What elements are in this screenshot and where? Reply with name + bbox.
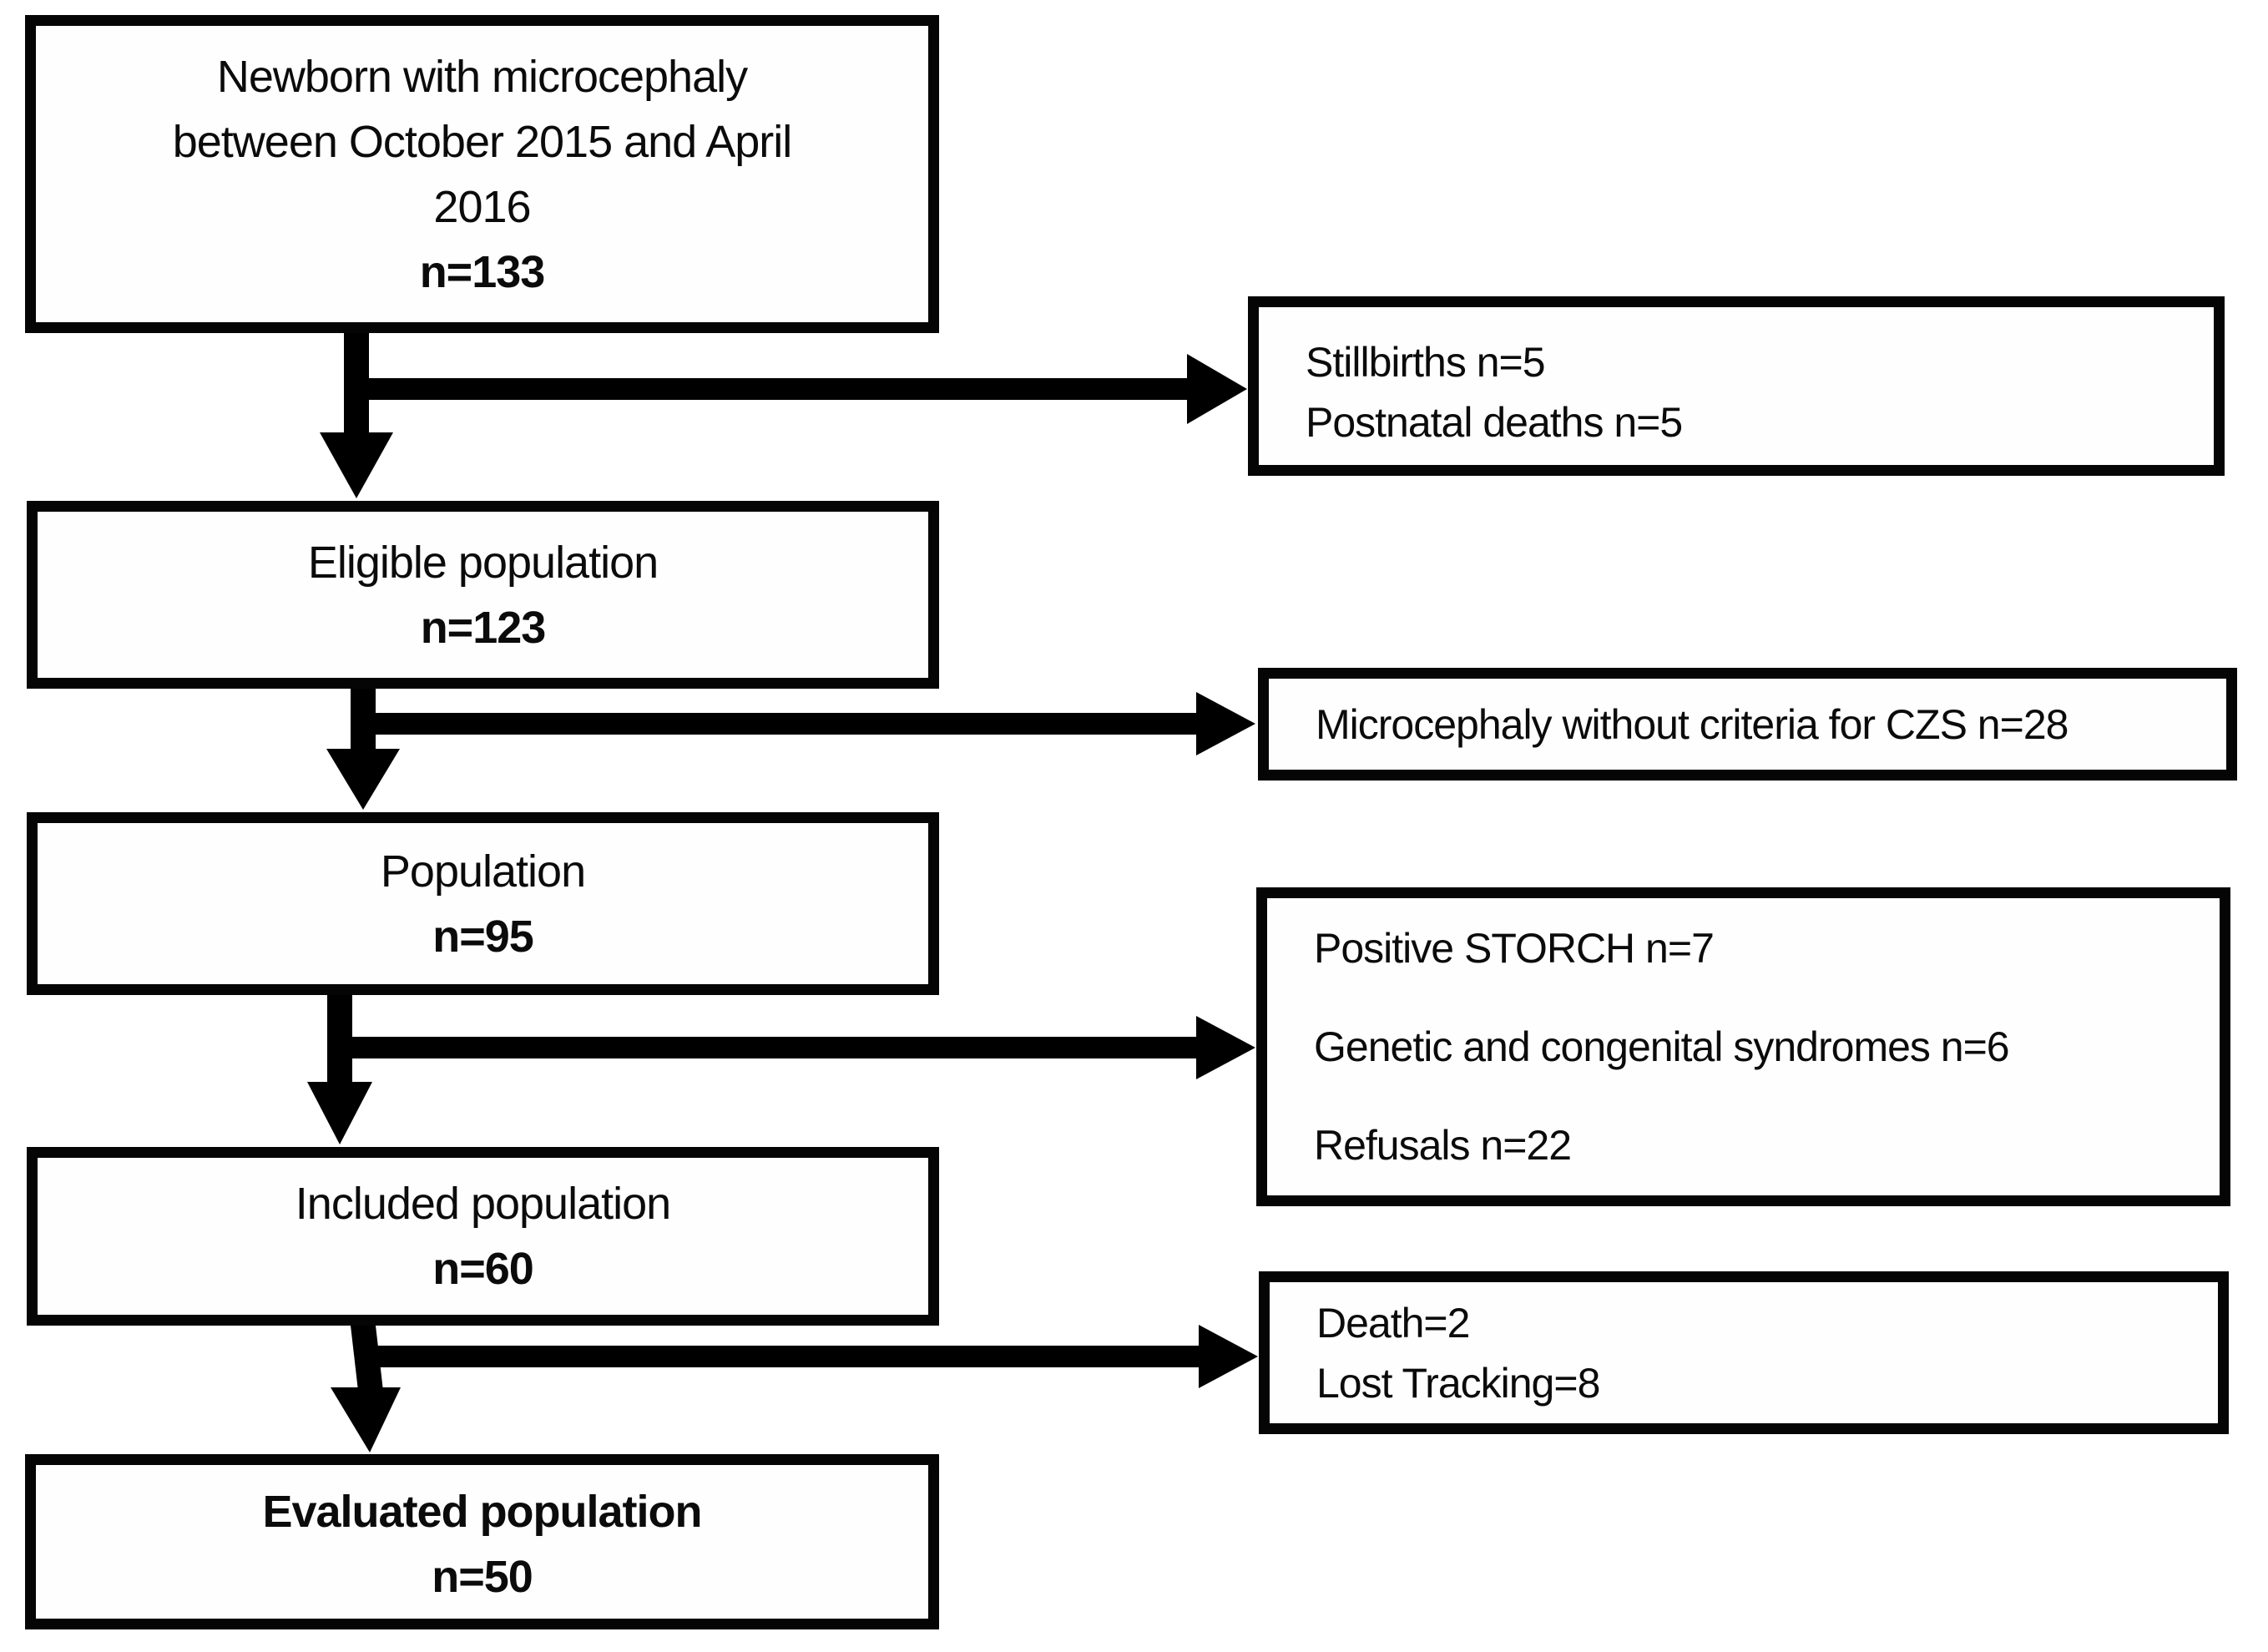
box-no-criteria-line1: Microcephaly without criteria for CZS n=… — [1316, 700, 2068, 748]
box-newborn-line3: 2016 — [433, 181, 531, 232]
box-exclusions-line1: Positive STORCH n=7 — [1314, 925, 1715, 972]
box-stillbirths-line1: Stillbirths n=5 — [1306, 338, 1546, 386]
arrow-included-to-losses — [377, 1325, 1258, 1388]
box-population-count: n=95 — [432, 911, 534, 962]
arrow-population-to-exclusions — [352, 1016, 1255, 1079]
box-eligible-line1: Eligible population — [307, 537, 659, 588]
box-losses-line2: Lost Tracking=8 — [1316, 1359, 1600, 1407]
box-evaluated: Evaluated population n=50 — [25, 1454, 939, 1629]
box-evaluated-line1: Evaluated population — [262, 1487, 702, 1537]
arrow-newborn-to-eligible — [320, 326, 393, 498]
box-stillbirths: Stillbirths n=5 Postnatal deaths n=5 — [1248, 296, 2225, 476]
box-stillbirths-line2: Postnatal deaths n=5 — [1306, 398, 1683, 446]
box-population: Population n=95 — [27, 812, 939, 995]
box-evaluated-count: n=50 — [432, 1552, 533, 1602]
box-included-line1: Included population — [295, 1179, 671, 1229]
box-included-count: n=60 — [432, 1244, 534, 1294]
arrow-eligible-to-population — [326, 678, 400, 810]
box-newborn-line2: between October 2015 and April — [172, 116, 793, 167]
box-no-criteria: Microcephaly without criteria for CZS n=… — [1258, 668, 2237, 781]
arrow-population-to-included — [307, 995, 372, 1144]
box-losses-line1: Death=2 — [1316, 1299, 1470, 1346]
box-eligible-count: n=123 — [420, 602, 547, 653]
box-exclusions-line2: Genetic and congenital syndromes n=6 — [1314, 1023, 2010, 1070]
box-newborn-line1: Newborn with microcephaly — [216, 51, 748, 102]
box-newborn-count: n=133 — [419, 246, 546, 297]
box-population-line1: Population — [380, 846, 586, 897]
box-newborn: Newborn with microcephaly between Octobe… — [25, 15, 939, 333]
box-included: Included population n=60 — [27, 1147, 939, 1326]
arrow-newborn-to-stillbirths — [369, 354, 1247, 424]
box-exclusions-line3: Refusals n=22 — [1314, 1122, 1572, 1169]
box-losses: Death=2 Lost Tracking=8 — [1259, 1271, 2229, 1434]
box-eligible: Eligible population n=123 — [27, 501, 939, 689]
arrow-eligible-to-no-criteria — [376, 692, 1255, 755]
arrow-included-to-evaluated — [331, 1326, 401, 1452]
box-exclusions: Positive STORCH n=7 Genetic and congenit… — [1256, 887, 2230, 1206]
